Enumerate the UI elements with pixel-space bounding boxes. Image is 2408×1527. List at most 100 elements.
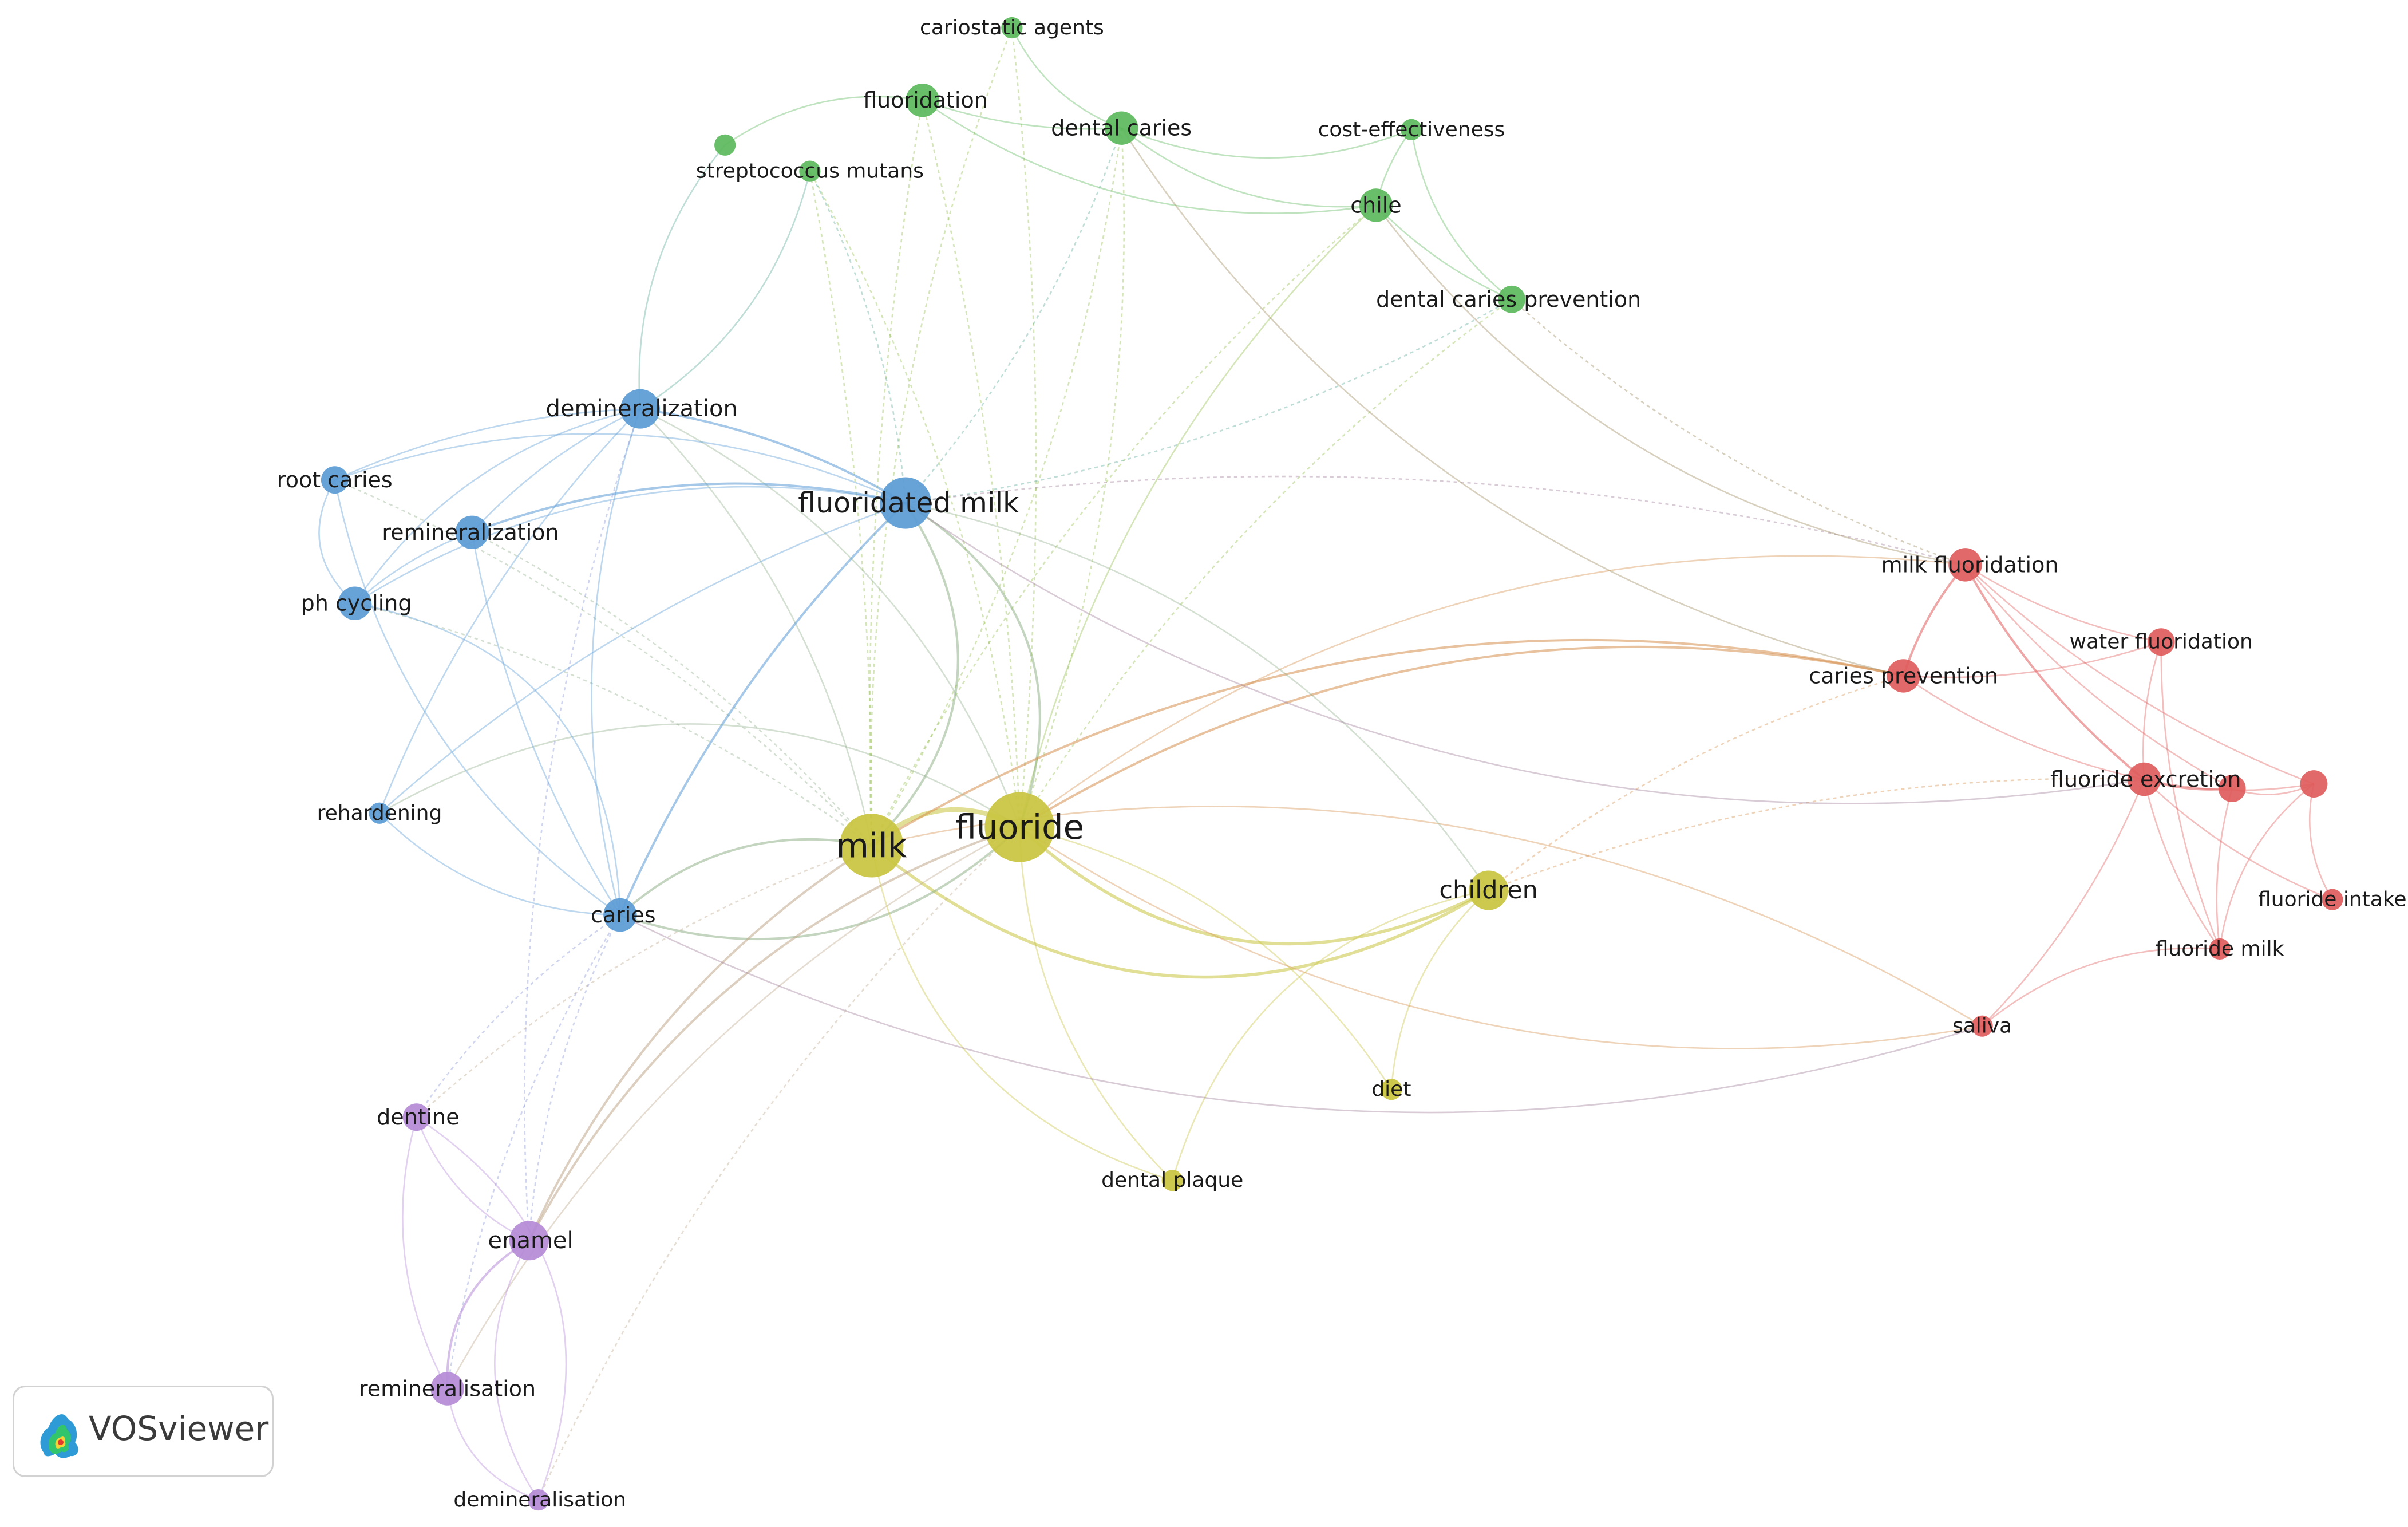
node-demineralization[interactable] [620,389,660,429]
node-diet[interactable] [1381,1079,1402,1100]
link-remineralization-ph_cycling [354,531,473,604]
label-children: children [1439,876,1538,905]
link-milk-demineralization [639,408,872,846]
node-children[interactable] [1469,870,1509,910]
link-milk-dental_plaque [871,845,1173,1181]
node-fluoride-intake[interactable] [2322,889,2343,910]
link-dental_caries-cost_eff [1121,127,1412,159]
node-cost-eff[interactable] [1401,119,1422,140]
node-fluoride[interactable] [984,792,1055,862]
label-cariostatic-agents: cariostatic agents [920,16,1104,40]
link-fluoridated_milk-fluoride_excretion [905,502,2145,804]
link-fluoride-strep [809,171,1021,827]
link-fluoridated_milk-demineralization [640,408,906,504]
node-dcp[interactable] [1498,285,1526,313]
label-chile: chile [1350,192,1401,218]
link-milk-strep [809,171,873,846]
label-demineralisation: demineralisation [453,1488,626,1512]
label-dental-plaque: dental plaque [1101,1169,1243,1192]
node-strep-dot[interactable] [714,134,736,156]
link-demineralization-strep [639,171,811,410]
link-demineralization-remineralization [471,408,640,533]
link-fluoridated_milk-dcp [905,298,1512,504]
node-fluoridation[interactable] [906,83,939,117]
node-dental-plaque[interactable] [1161,1170,1183,1191]
link-fluoridation-chile [922,100,1377,214]
link-cost_eff-dcp [1410,129,1512,300]
link-fluoride-caries [619,826,1021,941]
label-dental-caries: dental caries [1051,116,1192,141]
node-caries-prevention[interactable] [1887,659,1920,693]
link-milk-caries [619,838,872,916]
link-caries-dentine [416,914,621,1118]
link-milk-chile [871,204,1377,846]
link-children-fluoridated_milk [905,502,1489,891]
link-fluoride_excretion-fluoride_intake [2144,779,2333,901]
link-caries_prevention-water_fluoridation [1903,641,2162,678]
link-milk-dentine [416,845,872,1118]
link-milk-root_caries [334,479,872,846]
label-fluoride: fluoride [955,807,1084,847]
label-diet: diet [1371,1078,1411,1101]
node-remineralization[interactable] [455,515,489,549]
label-ph-cycling: ph cycling [301,591,412,616]
link-fluoride-diet [1019,826,1392,1090]
node-remineralisation[interactable] [430,1372,464,1406]
link-water_fluoridation-fluoride_milk [2160,642,2221,949]
node-ph-cycling[interactable] [338,586,372,620]
label-milk: milk [836,826,907,865]
link-saliva-fluoride_excretion [1982,779,2145,1027]
node-strep[interactable] [799,160,821,182]
label-dentine: dentine [377,1104,460,1130]
link-milk_fluoridation-red_b [1964,564,2314,785]
link-fluoridated_milk-ph_cycling [354,486,906,604]
label-fluoridation: fluoridation [863,88,988,113]
link-fluoride-children [1018,826,1489,946]
link-fluoridated_milk-remineralization [471,482,906,534]
node-demineralisation[interactable] [527,1489,549,1511]
label-saliva: saliva [1952,1015,2012,1038]
node-caries[interactable] [603,898,637,932]
link-demineralisation-fluoride [537,826,1021,1501]
link-fluoride-remineralisation [446,826,1021,1390]
link-milk-fluoridation [869,100,923,846]
link-demineralization-rehardening [378,408,641,814]
link-dentine-remineralisation [402,1116,448,1390]
link-fluoride-saliva [1019,826,1983,1049]
link-fluoride-chile [1019,204,1377,827]
node-cariostatic-agents[interactable] [1001,17,1023,39]
node-rehardening[interactable] [369,802,390,824]
label-water-fluoridation: water fluoridation [2070,630,2253,654]
node-enamel[interactable] [509,1221,549,1261]
link-milk-enamel [528,845,872,1241]
link-fluoride_milk-saliva [1982,947,2220,1027]
node-chile[interactable] [1359,188,1393,222]
node-fluoride-milk[interactable] [2209,938,2231,960]
link-milk-caries_prevention [871,638,1904,847]
node-saliva[interactable] [1971,1015,1993,1037]
node-water-fluoridation[interactable] [2147,628,2175,656]
link-milk-remineralization [472,531,872,846]
link-children-fluoride_excretion [1488,778,2145,891]
label-remineralisation: remineralisation [359,1376,536,1402]
node-fluoride-excretion[interactable] [2127,762,2161,796]
node-milk[interactable] [839,814,904,878]
node-red-a[interactable] [2218,775,2246,803]
node-fluoridated-milk[interactable] [879,477,932,529]
node-red-b[interactable] [2300,770,2328,798]
node-dental-caries[interactable] [1105,111,1138,145]
link-children-dental_plaque [1171,889,1489,1181]
node-milk-fluoridation[interactable] [1948,548,1982,582]
link-children-diet [1390,890,1489,1090]
link-dentine-demineralisation [416,1116,567,1501]
link-remineralization-caries [471,532,621,916]
link-milk_fluoridation-caries_prevention [1902,564,1966,677]
link-chile-dcp [1375,204,1512,301]
node-root-caries[interactable] [321,466,349,494]
link-fluoridated_milk-root_caries [334,433,906,504]
node-dentine[interactable] [402,1103,430,1131]
link-remineralisation-demineralisation [446,1388,539,1501]
link-red_a-fluoride_milk [2216,788,2233,949]
link-enamel-remineralisation [446,1240,530,1389]
